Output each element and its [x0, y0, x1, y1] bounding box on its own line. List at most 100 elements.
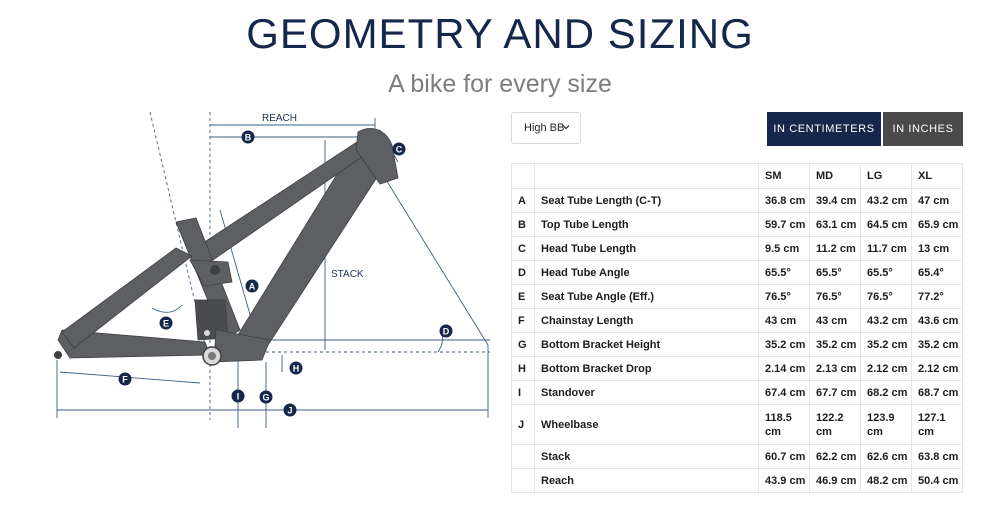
- row-code: I: [511, 380, 535, 405]
- row-code: E: [511, 284, 535, 309]
- row-value: 43 cm: [758, 308, 810, 333]
- bb-height-select[interactable]: High BB: [511, 112, 581, 144]
- units-in-button[interactable]: IN INCHES: [883, 112, 963, 146]
- row-value: 76.5°: [860, 284, 912, 309]
- row-value: 67.7 cm: [809, 380, 861, 405]
- marker-j: J: [283, 403, 297, 417]
- row-value: 118.5 cm: [758, 404, 810, 445]
- row-value: 68.7 cm: [911, 380, 963, 405]
- stack-label: STACK: [331, 269, 364, 280]
- table-row: A Seat Tube Length (C-T) 36.8 cm 39.4 cm…: [511, 188, 963, 213]
- row-value: 39.4 cm: [809, 188, 861, 213]
- units-cm-button[interactable]: IN CENTIMETERS: [767, 112, 881, 146]
- svg-text:B: B: [245, 133, 252, 143]
- row-value: 50.4 cm: [911, 468, 963, 493]
- row-value: 62.2 cm: [809, 444, 861, 469]
- row-name: Seat Tube Length (C-T): [534, 188, 759, 213]
- svg-text:C: C: [396, 145, 403, 155]
- table-row: I Standover 67.4 cm 67.7 cm 68.2 cm 68.7…: [511, 380, 963, 405]
- row-value: 9.5 cm: [758, 236, 810, 261]
- row-name: Seat Tube Angle (Eff.): [534, 284, 759, 309]
- marker-f: F: [118, 372, 132, 386]
- page-title: GEOMETRY AND SIZING: [246, 10, 754, 57]
- row-value: 2.14 cm: [758, 356, 810, 381]
- row-value: 43.2 cm: [860, 308, 912, 333]
- size-header: MD: [809, 163, 861, 189]
- bike-frame: [57, 128, 399, 363]
- row-name: Wheelbase: [534, 404, 759, 445]
- marker-d: D: [439, 324, 453, 338]
- reach-label: REACH: [262, 113, 297, 124]
- row-code: F: [511, 308, 535, 333]
- row-value: 60.7 cm: [758, 444, 810, 469]
- row-value: 62.6 cm: [860, 444, 912, 469]
- row-code: J: [511, 404, 535, 445]
- row-name: Reach: [534, 468, 759, 493]
- marker-c: C: [392, 142, 406, 156]
- row-name: Head Tube Angle: [534, 260, 759, 285]
- svg-text:D: D: [443, 327, 450, 337]
- size-header: SM: [758, 163, 810, 189]
- row-name: Chainstay Length: [534, 308, 759, 333]
- row-value: 65.4°: [911, 260, 963, 285]
- row-code: C: [511, 236, 535, 261]
- row-value: 65.9 cm: [911, 212, 963, 237]
- marker-g: G: [259, 390, 273, 404]
- row-value: 2.12 cm: [911, 356, 963, 381]
- row-value: 47 cm: [911, 188, 963, 213]
- svg-text:F: F: [122, 375, 128, 385]
- row-value: 35.2 cm: [911, 332, 963, 357]
- table-row: E Seat Tube Angle (Eff.) 76.5° 76.5° 76.…: [511, 284, 963, 309]
- row-value: 63.1 cm: [809, 212, 861, 237]
- row-value: 43.2 cm: [860, 188, 912, 213]
- row-value: 68.2 cm: [860, 380, 912, 405]
- row-name: Head Tube Length: [534, 236, 759, 261]
- row-value: 36.8 cm: [758, 188, 810, 213]
- row-name: Bottom Bracket Drop: [534, 356, 759, 381]
- row-value: 127.1 cm: [911, 404, 963, 445]
- row-value: 13 cm: [911, 236, 963, 261]
- row-value: 123.9 cm: [860, 404, 912, 445]
- marker-i: I: [231, 389, 245, 403]
- svg-text:J: J: [287, 406, 292, 416]
- table-row: D Head Tube Angle 65.5° 65.5° 65.5° 65.4…: [511, 260, 963, 285]
- chevron-down-icon: [562, 125, 570, 130]
- row-name: Stack: [534, 444, 759, 469]
- table-row: Reach 43.9 cm 46.9 cm 48.2 cm 50.4 cm: [511, 468, 963, 493]
- row-value: 76.5°: [758, 284, 810, 309]
- row-value: 48.2 cm: [860, 468, 912, 493]
- row-value: 63.8 cm: [911, 444, 963, 469]
- row-code: G: [511, 332, 535, 357]
- row-value: 77.2°: [911, 284, 963, 309]
- size-header: LG: [860, 163, 912, 189]
- marker-a: A: [245, 279, 259, 293]
- row-code: [511, 444, 535, 469]
- row-name: Standover: [534, 380, 759, 405]
- row-value: 64.5 cm: [860, 212, 912, 237]
- row-value: 46.9 cm: [809, 468, 861, 493]
- size-header: XL: [911, 163, 963, 189]
- table-row: B Top Tube Length 59.7 cm 63.1 cm 64.5 c…: [511, 212, 963, 237]
- svg-text:I: I: [237, 392, 240, 402]
- table-row: C Head Tube Length 9.5 cm 11.2 cm 11.7 c…: [511, 236, 963, 261]
- header-name-cell: [534, 163, 759, 189]
- header-code-cell: [511, 163, 535, 189]
- marker-b: B: [241, 130, 255, 144]
- row-value: 76.5°: [809, 284, 861, 309]
- row-value: 11.2 cm: [809, 236, 861, 261]
- row-value: 2.12 cm: [860, 356, 912, 381]
- geometry-table: SM MD LG XL A Seat Tube Length (C-T) 36.…: [511, 163, 963, 493]
- row-value: 65.5°: [809, 260, 861, 285]
- row-code: B: [511, 212, 535, 237]
- svg-text:E: E: [163, 319, 169, 329]
- row-code: [511, 468, 535, 493]
- row-value: 43 cm: [809, 308, 861, 333]
- bb-height-select-value: High BB: [524, 122, 565, 134]
- row-value: 59.7 cm: [758, 212, 810, 237]
- row-name: Bottom Bracket Height: [534, 332, 759, 357]
- row-value: 122.2 cm: [809, 404, 861, 445]
- row-name: Top Tube Length: [534, 212, 759, 237]
- geometry-diagram: REACH STACK B C A E D H F I G J: [54, 111, 490, 428]
- row-code: D: [511, 260, 535, 285]
- table-row: J Wheelbase 118.5 cm 122.2 cm 123.9 cm 1…: [511, 404, 963, 445]
